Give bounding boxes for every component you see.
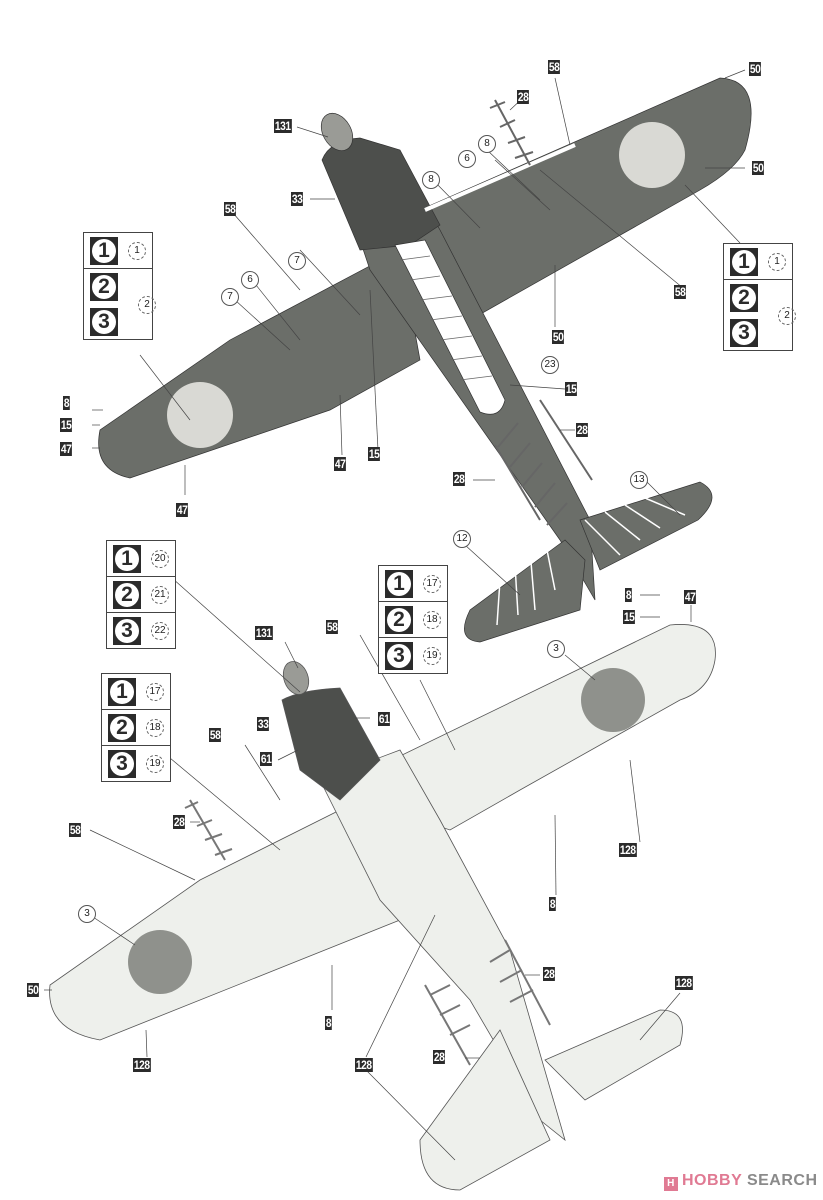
part-tag-8: 8 [549,897,556,911]
part-tag-33: 33 [257,717,270,731]
part-tag-15: 15 [565,382,578,396]
decal-number: 23 [541,356,559,374]
lower-spinner [282,661,310,695]
lower-hinomaru-left [128,930,192,994]
hobby-search-logo-icon: H [664,1177,678,1191]
part-tag-8: 8 [325,1016,332,1030]
part-tag-28: 28 [543,967,556,981]
decal-number: 6 [458,150,476,168]
decal-number: 7 [288,252,306,270]
part-tag-128: 128 [133,1058,151,1072]
decal-number: 3 [78,905,96,923]
part-tag-58: 58 [209,728,222,742]
part-tag-58: 58 [326,620,339,634]
part-tag-58: 58 [674,285,687,299]
part-tag-28: 28 [433,1050,446,1064]
upper-ladder-28 [489,99,593,526]
part-tag-128: 128 [675,976,693,990]
part-tag-47: 47 [60,442,73,456]
decal-number: 13 [630,471,648,489]
part-tag-50: 50 [752,161,765,175]
lower-view [44,577,716,1191]
plane-number-glyph: 3 [90,307,118,336]
part-tag-15: 15 [368,447,381,461]
decal-number: 6 [241,271,259,289]
lower-cowling [281,687,381,801]
upper-spinner [320,112,354,152]
part-tag-28: 28 [453,472,466,486]
part-tag-58: 58 [224,202,237,216]
part-tag-50: 50 [552,330,565,344]
upper-view [92,69,752,643]
part-tag-28: 28 [517,90,530,104]
decal-number: 8 [422,171,440,189]
lower-tail-left [419,1029,551,1191]
part-tag-47: 47 [684,590,697,604]
plane-number-glyph: 1 [730,247,758,276]
upper-tail-left [464,539,586,643]
part-tag-8: 8 [63,396,70,410]
lower-hinomaru-right [581,668,645,732]
part-tag-58: 58 [548,60,561,74]
decal-number: 3 [547,640,565,658]
upper-tail-right [579,481,713,571]
part-tag-128: 128 [355,1058,373,1072]
part-tag-61: 61 [260,752,273,766]
part-tag-131: 131 [255,626,273,640]
lower-tail-right [544,1009,683,1101]
part-tag-8: 8 [625,588,632,602]
part-tag-47: 47 [176,503,189,517]
part-tag-131: 131 [274,119,292,133]
upper-hinomaru-left [167,382,233,448]
part-tag-50: 50 [27,983,40,997]
decal-number: 12 [453,530,471,548]
plane-number-glyph: 1 [90,236,118,265]
part-tag-15: 15 [623,610,636,624]
part-tag-28: 28 [173,815,186,829]
plane-number-glyph: 2 [90,272,118,301]
plane-number-glyph: 2 [730,283,758,312]
part-tag-15: 15 [60,418,73,432]
upper-hinomaru-right [619,122,685,188]
plane-number-glyph: 3 [730,318,758,347]
decal-number: 8 [478,135,496,153]
lower-ladders-28 [184,799,551,1066]
decal-number: 7 [221,288,239,306]
part-tag-50: 50 [749,62,762,76]
part-tag-128: 128 [619,843,637,857]
part-tag-58: 58 [69,823,82,837]
upper-cowling [321,137,441,251]
part-tag-28: 28 [576,423,589,437]
part-tag-47: 47 [334,457,347,471]
part-tag-61: 61 [378,712,391,726]
upper-canopy [394,239,506,415]
part-tag-33: 33 [291,192,304,206]
